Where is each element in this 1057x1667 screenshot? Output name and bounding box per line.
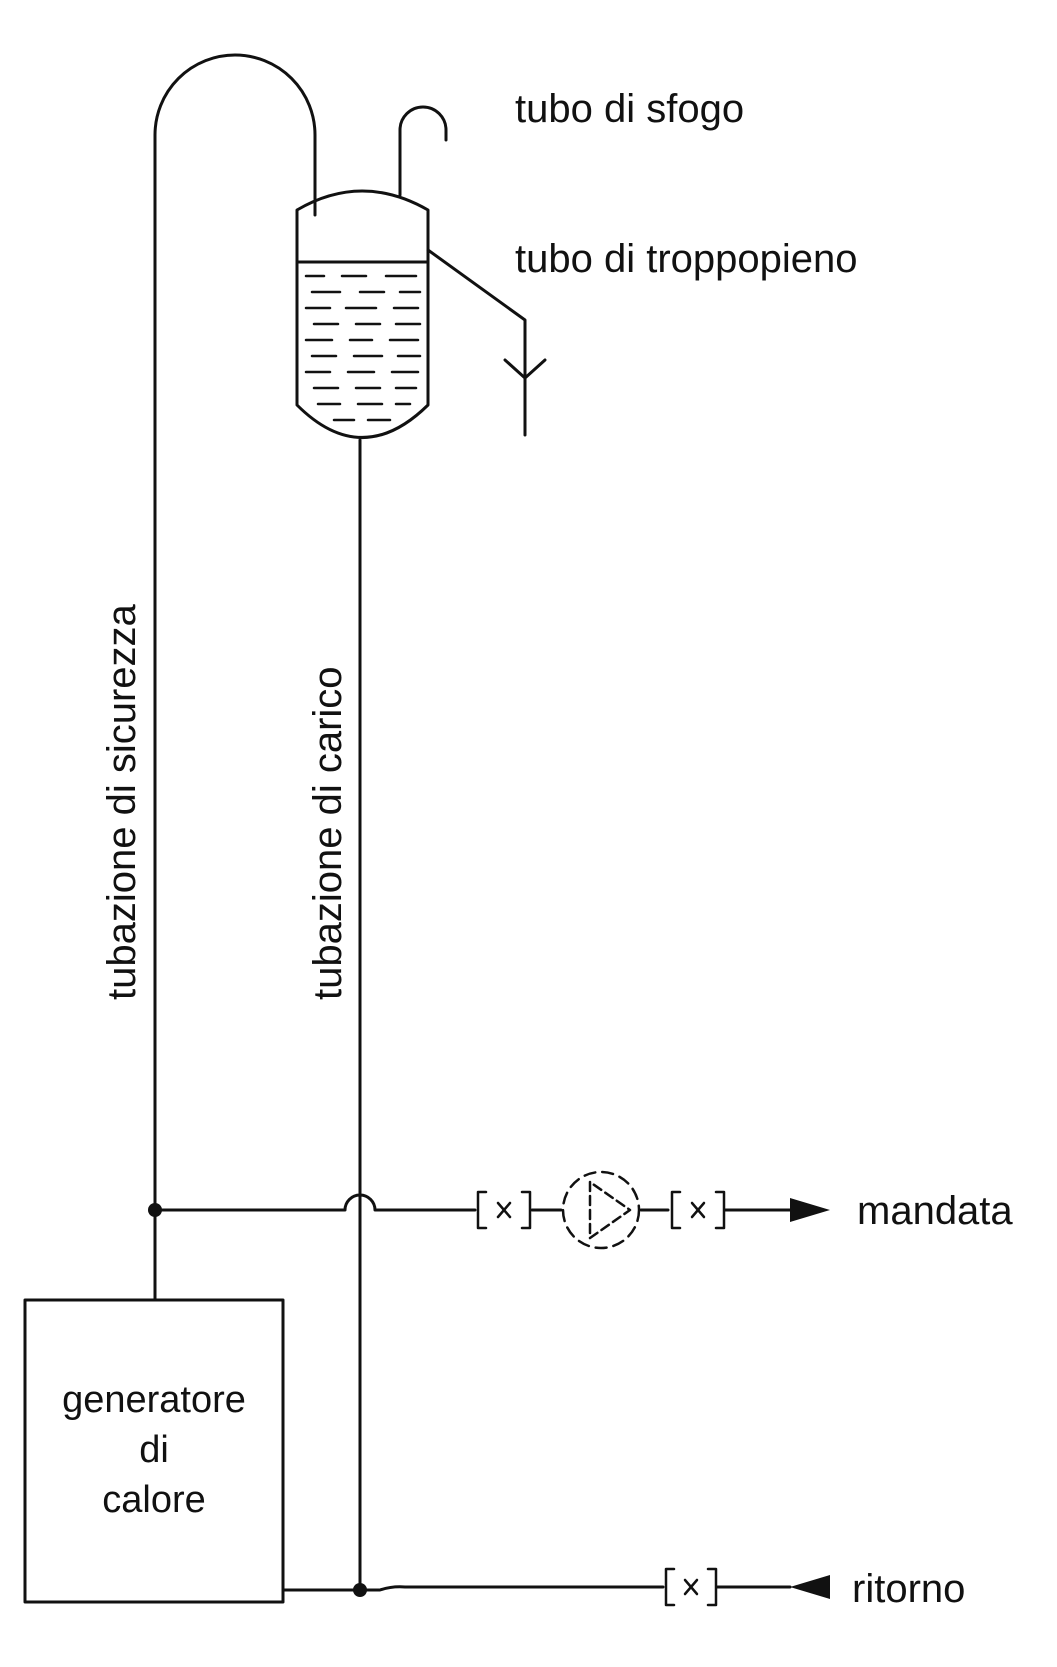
tank-water-hatch bbox=[304, 274, 422, 422]
charge-pipe-label: tubazione di carico bbox=[306, 666, 350, 1000]
pump-direction-triangle bbox=[588, 1180, 632, 1240]
supply-valve-1 bbox=[476, 1190, 532, 1230]
supply-arrow-icon bbox=[790, 1198, 830, 1222]
expansion-tank bbox=[295, 189, 430, 439]
circulation-pump bbox=[561, 1170, 641, 1250]
generator-label-line2: di bbox=[139, 1429, 169, 1471]
overflow-funnel bbox=[503, 358, 547, 380]
supply-line bbox=[153, 1193, 477, 1212]
vent-pipe bbox=[398, 105, 448, 197]
safety-pipe bbox=[153, 53, 317, 1302]
generator-label-line3: calore bbox=[102, 1479, 206, 1521]
return-line bbox=[281, 1585, 665, 1592]
vent-pipe-label: tubo di sfogo bbox=[515, 87, 744, 131]
supply-valve-2 bbox=[670, 1190, 726, 1230]
return-arrow-icon bbox=[790, 1575, 830, 1599]
supply-label: mandata bbox=[857, 1189, 1013, 1233]
return-junction bbox=[353, 1583, 367, 1597]
return-valve bbox=[664, 1567, 718, 1607]
overflow-pipe bbox=[426, 248, 527, 437]
return-label: ritorno bbox=[852, 1567, 965, 1611]
supply-junction bbox=[148, 1203, 162, 1217]
generator-label-line1: generatore bbox=[62, 1379, 246, 1421]
overflow-pipe-label: tubo di troppopieno bbox=[515, 237, 858, 281]
safety-pipe-label: tubazione di sicurezza bbox=[100, 603, 144, 1000]
heat-generator-box bbox=[23, 1298, 285, 1604]
